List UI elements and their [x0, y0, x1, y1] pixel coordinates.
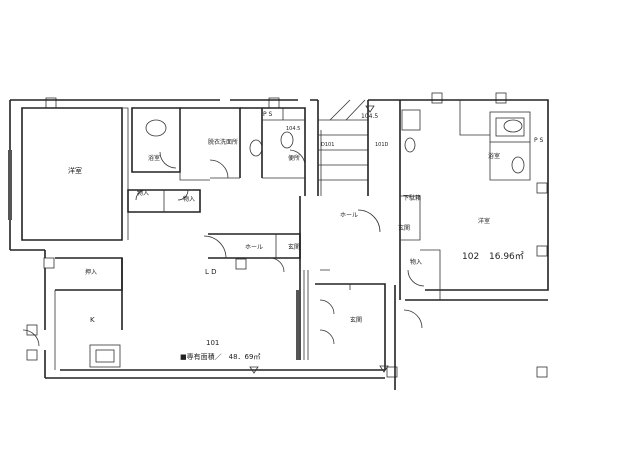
room-entrance-left: 玄関: [288, 243, 300, 251]
room-shoe-box: 下駄箱: [403, 194, 421, 202]
room-ps-top: P S: [263, 111, 273, 118]
room-storage-a: 物入: [137, 189, 149, 197]
unit-102-info: 102 16.96㎡: [462, 251, 524, 262]
door-swings: [22, 149, 425, 347]
room-kitchen: K: [90, 316, 95, 324]
unit-101-info: 101 ■専有面積／ 48．69㎡: [180, 339, 260, 361]
mid-entrance-walls: [315, 269, 386, 370]
room-bath-right: 浴室: [488, 152, 500, 160]
corner-markers: [26, 92, 548, 378]
exterior-hatch: [8, 150, 299, 360]
level-mark-a: 104.5: [361, 113, 378, 120]
room-ps-right: P S: [534, 137, 544, 144]
unit-101-number: 101: [206, 339, 219, 347]
level-mark-c: D101: [321, 142, 334, 148]
room-toilet-left: 便所: [288, 154, 300, 162]
level-marks: 104.5 104.5 D101 101D: [286, 113, 389, 148]
unit-102-number: 102: [462, 252, 479, 262]
room-entrance-right: 玄関: [398, 224, 410, 232]
unit-102-area: 16.96㎡: [489, 251, 524, 262]
room-closet: 押入: [85, 268, 97, 276]
room-storage-right: 物入: [410, 258, 422, 266]
room-dressing: 脱衣洗面所: [208, 138, 238, 146]
unit-101-area: ■専有面積／ 48．69㎡: [180, 352, 260, 361]
stairs: [317, 99, 369, 196]
room-western-left: 洋室: [68, 166, 82, 175]
room-hall-right: ホール: [340, 212, 358, 219]
unit-102-walls: [368, 99, 549, 390]
room-hall-left: ホール: [245, 244, 263, 251]
room-ld: L D: [205, 268, 217, 276]
north-marks: [249, 105, 389, 374]
room-labels: 洋室 浴室 脱衣洗面所 P S 便所 物入 物入 押入 ホール 玄関 L D K…: [68, 111, 544, 324]
room-entrance-mid: 玄関: [350, 316, 362, 324]
level-mark-b: 104.5: [286, 126, 300, 132]
unit-101-walls: [8, 99, 385, 379]
room-western-right: 洋室: [478, 217, 490, 225]
room-storage-b: 物入: [183, 195, 195, 203]
fixtures: [145, 119, 525, 174]
room-bath-left: 浴室: [148, 154, 160, 162]
level-mark-d: 101D: [375, 142, 389, 148]
